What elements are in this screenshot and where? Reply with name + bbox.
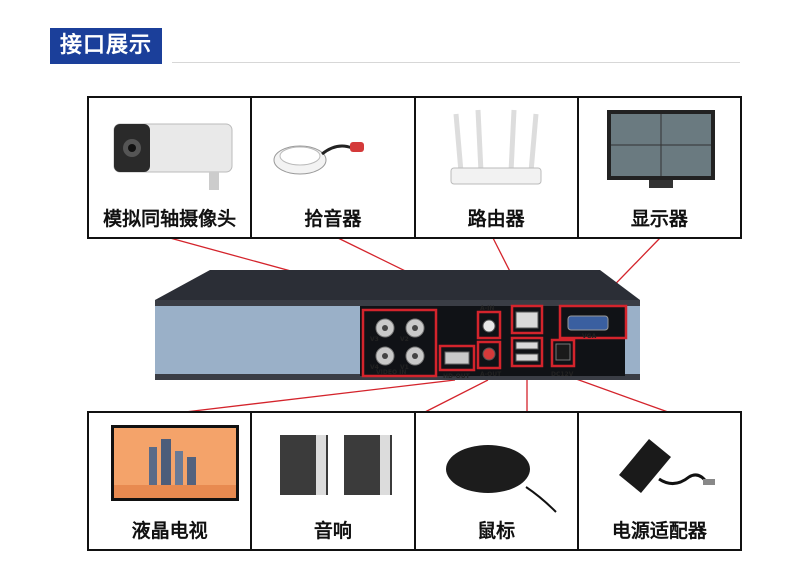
device-monitor-label: 显示器 [630,208,688,230]
tv-icon [111,425,239,501]
port-audio-in-label: A-IN [480,305,494,312]
vga-port [567,315,609,331]
dc-port [555,343,571,361]
device-speaker-label: 音响 [313,520,352,542]
audio-in-port [482,319,496,333]
port-v1-label: V1 [400,364,409,371]
device-mic: 拾音器 [252,98,416,237]
section-title: 接口展示 [50,28,163,64]
microphone-pickup-icon [273,142,365,175]
video-in-ports [375,318,425,366]
device-camera-label: 模拟同轴摄像头 [103,208,237,230]
usb-port-2 [515,353,539,362]
dvr-body [155,270,640,380]
monitor-icon [606,110,715,188]
device-tv: 液晶电视 [89,413,253,549]
top-device-row: 模拟同轴摄像头 拾音器 路由器 显示器 [87,96,742,239]
port-audio-out-label: A-OUT [480,371,502,378]
usb-port-1 [515,341,539,350]
device-tv-label: 液晶电视 [131,520,208,542]
speakers-icon [280,435,393,495]
audio-out-port [482,347,496,361]
section-header: 接口展示 [50,28,740,68]
vga-highlight [558,304,628,340]
usb-highlight [510,336,544,368]
device-speaker: 音响 [252,413,416,549]
header-divider [172,62,740,63]
video-in-highlight [361,308,438,378]
audio-out-highlight [476,340,502,370]
device-adapter-label: 电源适配器 [611,520,707,542]
device-adapter: 电源适配器 [579,413,740,549]
device-monitor: 显示器 [579,98,740,237]
port-video-in-label: VIDEO IN [376,369,406,376]
port-v2-label: V2 [400,336,409,343]
port-hd-out-label: HD-OUT [443,373,471,380]
port-v3-label: V3 [370,336,379,343]
hd-out-highlight [438,344,476,372]
line-tv [184,379,456,413]
port-vga-label: VGA [582,333,597,340]
port-v4-label: V4 [370,364,379,371]
lan-port [515,311,539,329]
dc-highlight [550,338,576,368]
hdmi-port [444,351,470,365]
lan-highlight [510,304,544,335]
mouse-icon [445,445,557,513]
port-dc-label: DC12V [551,371,574,378]
power-adapter-icon [618,439,715,493]
bullet-camera-icon [113,123,233,190]
line-speaker [424,379,489,413]
device-router: 路由器 [416,98,579,237]
device-camera: 模拟同轴摄像头 [89,98,253,237]
device-router-label: 路由器 [467,208,525,230]
router-icon [450,109,541,185]
audio-in-highlight [476,310,502,340]
bottom-device-row: 液晶电视 音响 鼠标 电源适配器 [87,411,742,551]
device-mouse-label: 鼠标 [477,520,516,542]
line-adapter [564,374,669,413]
device-mouse: 鼠标 [416,413,579,549]
device-mic-label: 拾音器 [304,208,362,230]
